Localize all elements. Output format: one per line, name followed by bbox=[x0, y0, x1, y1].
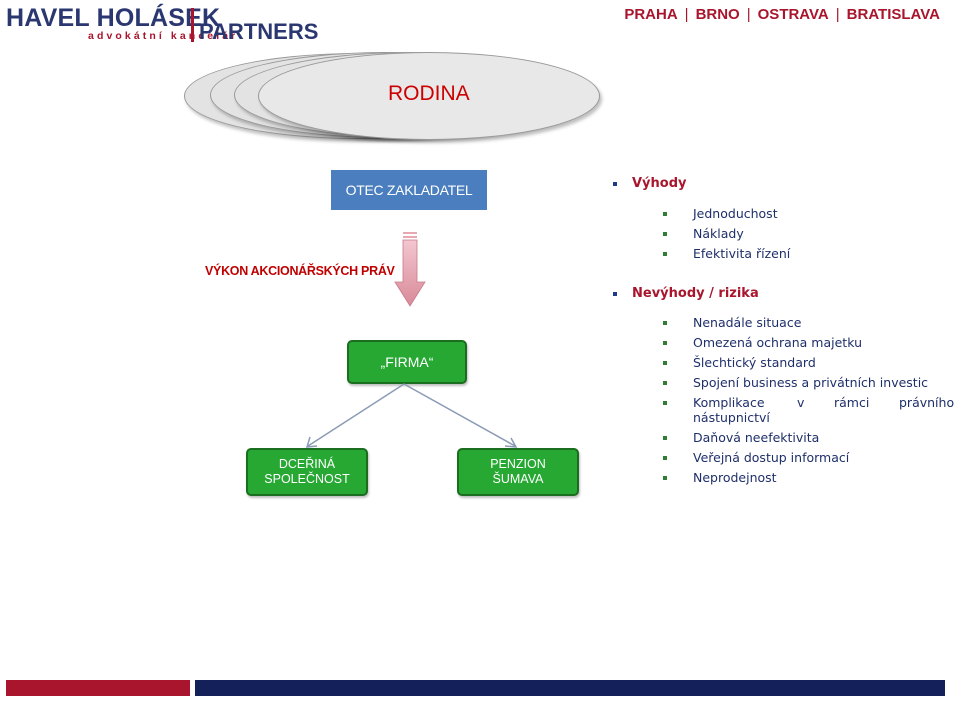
disadvantage-item: Daňová neefektivita bbox=[693, 430, 820, 445]
footer-bar-blue bbox=[195, 680, 945, 696]
otec-zakladatel-box: OTEC ZAKLADATEL bbox=[331, 170, 487, 210]
penzion-line1: PENZION bbox=[490, 457, 546, 471]
city-brno: BRNO bbox=[695, 6, 740, 23]
dcerina-line1: DCEŘINÁ bbox=[278, 457, 336, 471]
bullet-icon bbox=[663, 321, 667, 325]
bullet-icon bbox=[613, 182, 617, 186]
advantage-item: Náklady bbox=[693, 226, 744, 241]
penzion-line2: ŠUMAVA bbox=[492, 472, 544, 486]
firma-box: „FIRMA“ bbox=[347, 340, 467, 384]
logo-partners: PARTNERS bbox=[199, 19, 319, 44]
city-list: PRAHA | BRNO | OSTRAVA | BRATISLAVA bbox=[624, 6, 940, 23]
disadvantage-item-word: Komplikace bbox=[693, 395, 765, 410]
disadvantage-item-word: právního bbox=[899, 395, 955, 410]
disadvantage-item: Nenadále situace bbox=[693, 315, 802, 330]
rodina-ellipse-front bbox=[258, 52, 600, 140]
city-praha: PRAHA bbox=[624, 6, 678, 23]
dcerina-spolecnost-box: DCEŘINÁ SPOLEČNOST bbox=[246, 448, 368, 496]
dcerina-line2: SPOLEČNOST bbox=[264, 472, 350, 486]
bullet-icon bbox=[663, 232, 667, 236]
rodina-label: RODINA bbox=[388, 82, 470, 105]
disadvantage-item: Neprodejnost bbox=[693, 470, 777, 485]
vykon-akcionarskych-prav-label: VÝKON AKCIONÁŘSKÝCH PRÁV bbox=[205, 264, 395, 278]
advantages-title: Výhody bbox=[632, 176, 687, 191]
city-separator: | bbox=[684, 6, 689, 23]
bullet-icon bbox=[663, 456, 667, 460]
advantage-item: Efektivita řízení bbox=[693, 246, 791, 261]
disadvantage-item: Šlechtický standard bbox=[693, 355, 816, 370]
logo-tagline: advokátní kancelář bbox=[88, 30, 239, 42]
city-separator: | bbox=[746, 6, 751, 23]
disadvantages-title: Nevýhody / rizika bbox=[632, 286, 759, 301]
bullet-icon bbox=[663, 341, 667, 345]
bullet-icon bbox=[663, 381, 667, 385]
bullet-icon bbox=[663, 401, 667, 405]
disadvantage-item: Omezená ochrana majetku bbox=[693, 335, 862, 350]
bullet-icon bbox=[663, 361, 667, 365]
down-arrow-icon bbox=[394, 232, 426, 307]
disadvantage-item: Spojení business a privátních investic bbox=[693, 375, 929, 390]
city-separator: | bbox=[835, 6, 840, 23]
bullet-icon bbox=[613, 292, 617, 296]
bullet-icon bbox=[663, 212, 667, 216]
disadvantage-item: Veřejná dostup informací bbox=[693, 450, 850, 465]
disadvantage-item-word: v bbox=[797, 395, 805, 410]
footer-bar-red bbox=[6, 680, 190, 696]
logo-divider bbox=[191, 8, 194, 42]
city-ostrava: OSTRAVA bbox=[757, 6, 829, 23]
bullet-icon bbox=[663, 436, 667, 440]
bullet-icon bbox=[663, 476, 667, 480]
disadvantage-item-continuation: nástupnictví bbox=[693, 410, 770, 425]
logo-name: HAVEL HOLÁSEK bbox=[6, 4, 221, 32]
penzion-sumava-box: PENZION ŠUMAVA bbox=[457, 448, 579, 496]
bullet-icon bbox=[663, 252, 667, 256]
advantage-item: Jednoduchost bbox=[693, 206, 778, 221]
city-bratislava: BRATISLAVA bbox=[846, 6, 940, 23]
disadvantage-item-word: rámci bbox=[834, 395, 870, 410]
